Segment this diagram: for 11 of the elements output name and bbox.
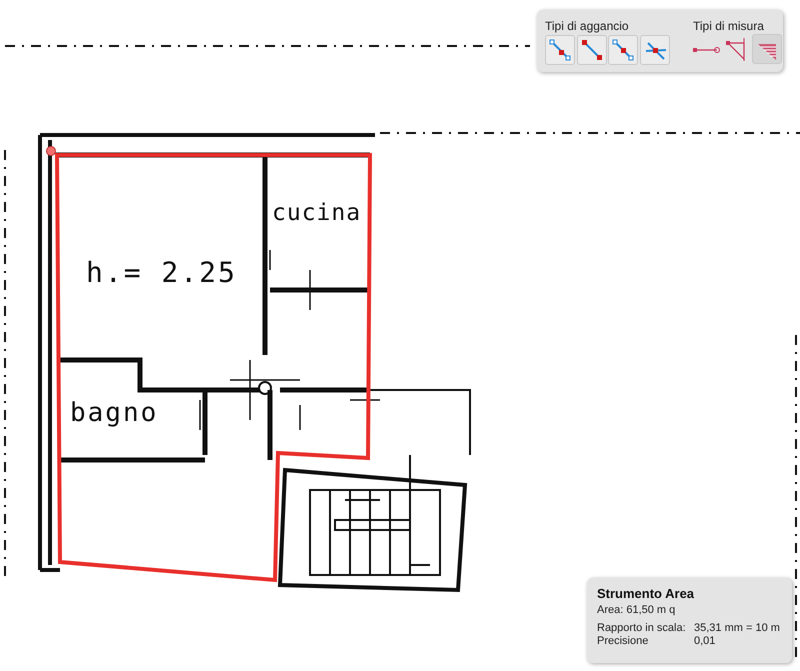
ceiling-height-label: h.= 2.25 (86, 256, 237, 289)
field-label: Precisione (597, 635, 648, 647)
room-label: cucina (272, 200, 362, 226)
room-label: bagno (70, 398, 158, 428)
section-title: Tipi di aggancio (545, 19, 629, 33)
scale-value: 35,31 mm = 10 m (694, 622, 780, 634)
field-label: Rapporto in scala: (597, 622, 686, 634)
area-value: Area: 61,50 m q (597, 604, 676, 616)
panel-title: Strumento Area (597, 586, 694, 601)
section-title: Tipi di misura (693, 19, 764, 33)
precision-value: 0,01 (694, 635, 716, 647)
